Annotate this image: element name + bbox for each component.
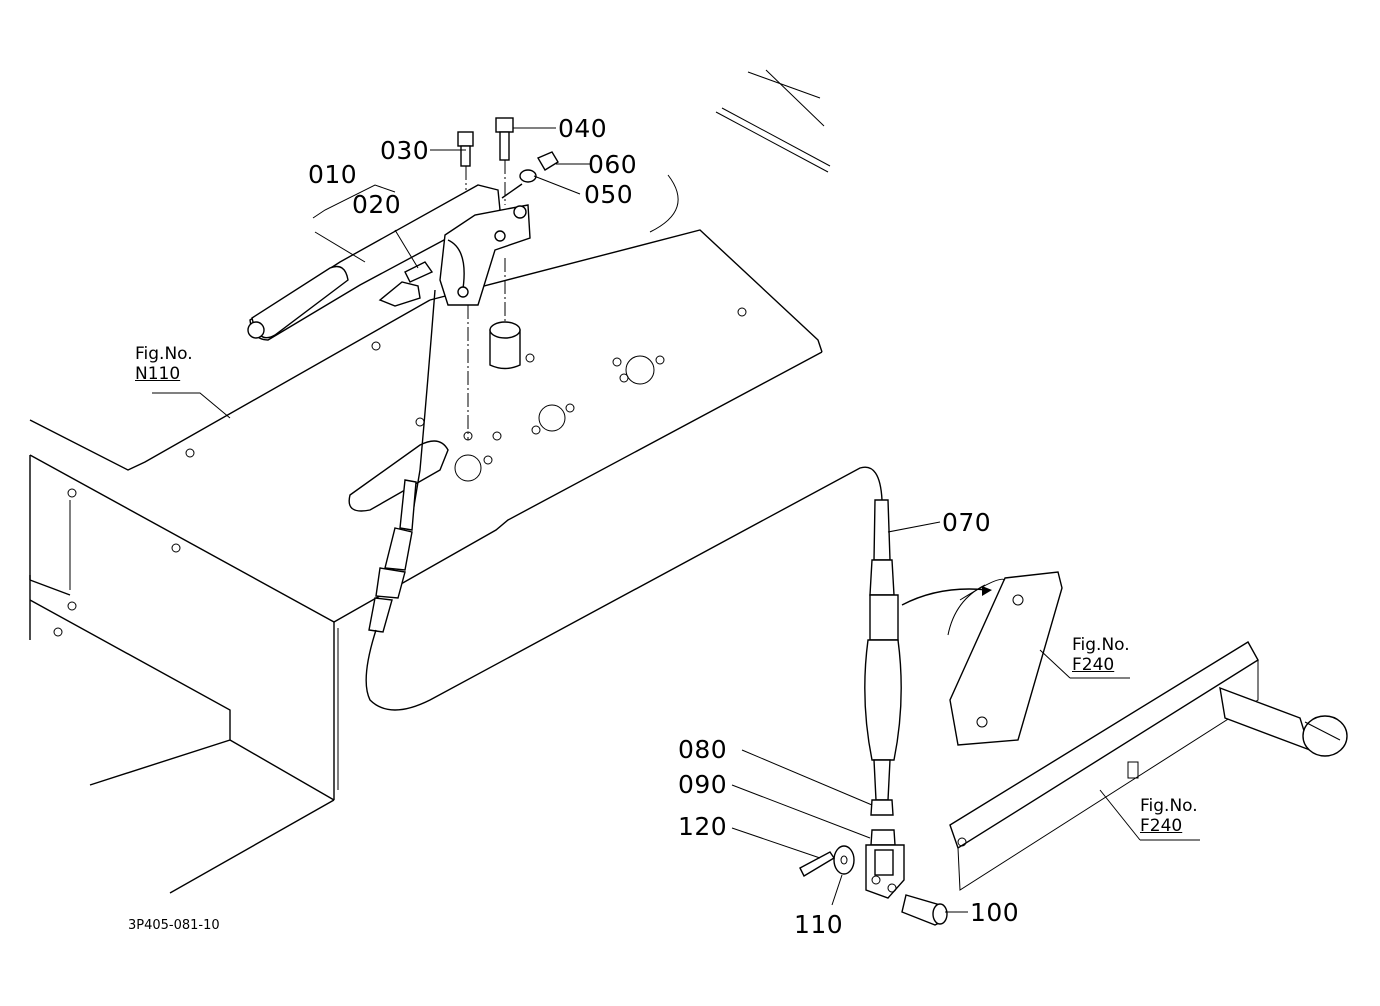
drawing-number: 3P405-081-10	[128, 918, 220, 933]
callout-080: 080	[678, 735, 728, 764]
callout-010: 010	[308, 160, 358, 189]
callout-100: 100	[970, 898, 1020, 927]
figure-ref-n110: Fig.No. N110	[135, 344, 193, 385]
callout-060: 060	[588, 150, 638, 179]
figure-ref-f240-lower: Fig.No. F240	[1140, 796, 1198, 837]
figure-ref-prefix: Fig.No.	[135, 344, 193, 364]
brake-shaft	[949, 641, 1348, 891]
seat-edge-lines	[649, 69, 831, 233]
callout-020: 020	[352, 190, 402, 219]
figure-ref-code: F240	[1072, 655, 1115, 676]
figure-ref-code: N110	[135, 364, 181, 385]
callout-030: 030	[380, 136, 430, 165]
callout-120: 120	[678, 812, 728, 841]
callout-050: 050	[584, 180, 634, 209]
brake-cable	[365, 289, 948, 926]
callout-090: 090	[678, 770, 728, 799]
callout-070: 070	[942, 508, 992, 537]
hand-brake-lever	[247, 117, 559, 440]
deck-plate	[29, 229, 823, 894]
figure-ref-code: F240	[1140, 816, 1183, 837]
callout-110: 110	[794, 910, 844, 939]
figure-ref-prefix: Fig.No.	[1072, 635, 1130, 655]
figure-ref-f240-upper: Fig.No. F240	[1072, 635, 1130, 676]
pedal-bracket	[901, 571, 1063, 746]
figure-ref-prefix: Fig.No.	[1140, 796, 1198, 816]
callout-040: 040	[558, 114, 608, 143]
leader-lines	[152, 127, 1200, 913]
